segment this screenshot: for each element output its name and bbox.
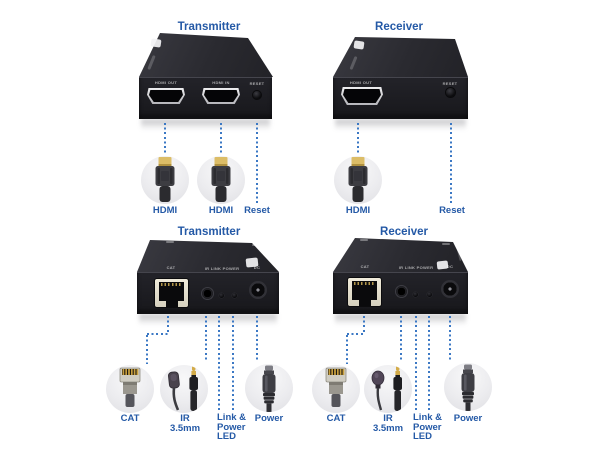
callout-line-cat-v1: [167, 316, 169, 334]
rj45-port-inner: [352, 281, 377, 300]
hdmi-port-inner: [343, 89, 381, 103]
callout-label-hdmi2: HDMI: [208, 205, 234, 216]
callout-label-power: Power: [254, 413, 284, 424]
reset-port-label: RESET: [442, 81, 458, 86]
power-connector-thumbnail: [444, 363, 492, 411]
callout-line-cat-h: [147, 333, 169, 335]
callout-line-hdmi2: [220, 123, 222, 153]
callout-line-reset: [450, 123, 452, 203]
hdmi-in-port: [202, 88, 240, 104]
cat-connector-thumbnail: [106, 365, 154, 413]
dc-power-jack: [249, 281, 267, 299]
rj45-port-tab: [358, 300, 371, 306]
reset-port-label: RESET: [249, 81, 265, 86]
callout-line-power: [256, 316, 258, 362]
callout-line-cat-v1: [363, 316, 365, 334]
callout-label-hdmi: HDMI: [345, 205, 371, 216]
callout-line-power: [449, 316, 451, 362]
power-connector-thumbnail: [245, 364, 293, 412]
callout-line-power-led: [232, 316, 234, 410]
callout-line-cat-v2: [346, 335, 348, 364]
brand-logo: [353, 40, 365, 50]
callout-label-link-power-led: Link & Power LED: [413, 412, 443, 442]
rj45-port-pins: [161, 283, 182, 286]
cat-port-label: CAT: [166, 265, 176, 270]
hdmi-out-port: [147, 88, 185, 104]
dc-power-connector-icon: [461, 364, 475, 411]
dc-power-jack: [441, 280, 459, 298]
callout-label-hdmi1: HDMI: [152, 205, 178, 216]
receiver-front-title: Receiver: [375, 21, 423, 33]
device-silkscreen-mark: [166, 241, 174, 243]
callout-line-link-led: [415, 316, 417, 410]
callout-line-ir: [400, 316, 402, 362]
hdmi-out-port: [341, 87, 383, 105]
transmitter-front-title: Transmitter: [177, 21, 241, 33]
rj45-connector-icon: [325, 367, 347, 407]
rj45-port-pins: [354, 282, 375, 285]
hdmi-in-port-label: HDMI IN: [212, 80, 230, 85]
hdmi-out-port-label: HDMI OUT: [349, 80, 373, 85]
ir-3-5mm-connector-thumbnail: [364, 365, 412, 413]
device-reflection: [141, 119, 270, 132]
ir-3-5mm-connector-thumbnail: [160, 365, 208, 413]
ir-link-power-port-label: IR LINK POWER: [398, 265, 434, 270]
callout-line-ir: [205, 316, 207, 362]
brand-logo: [150, 38, 162, 48]
callout-label-ir: IR 3.5mm: [372, 413, 404, 434]
dc-power-connector-icon: [262, 365, 276, 412]
cat-connector-thumbnail: [312, 365, 360, 413]
rj45-port-inner: [159, 282, 184, 301]
hdmi-connector-icon: [348, 157, 368, 202]
dc-port-label: DC: [446, 264, 454, 269]
callout-label-power: Power: [453, 413, 483, 424]
callout-label-ir: IR 3.5mm: [169, 413, 201, 434]
rj45-connector-icon: [119, 367, 141, 407]
rj45-cat-port: [348, 278, 381, 306]
callout-line-link-led: [218, 316, 220, 410]
callout-line-cat-h: [347, 333, 365, 335]
hdmi-port-inner: [204, 90, 238, 102]
callout-label-cat: CAT: [326, 413, 346, 424]
device-silkscreen-mark: [252, 244, 260, 246]
callout-label-reset: Reset: [439, 205, 465, 216]
ir-3-5mm-jack: [201, 287, 214, 300]
hdmi-connector-thumbnail: [334, 156, 382, 204]
device-silkscreen-mark: [442, 243, 450, 245]
hdmi-connector-icon: [211, 157, 231, 202]
power-led: [232, 293, 237, 298]
ir-3-5mm-connector-icon: [371, 366, 402, 411]
reset-button: [446, 88, 455, 97]
rj45-port-tab: [165, 301, 178, 307]
cat-port-label: CAT: [360, 264, 370, 269]
device-silkscreen-mark: [360, 239, 368, 241]
callout-line-hdmi: [357, 123, 359, 153]
callout-label-reset: Reset: [244, 205, 270, 216]
hdmi-connector-icon: [155, 157, 175, 202]
callout-label-cat: CAT: [120, 413, 140, 424]
transmitter-rear-title: Transmitter: [177, 226, 241, 238]
hdmi-connector-thumbnail: [141, 156, 189, 204]
link-led: [219, 293, 224, 298]
power-led: [427, 292, 432, 297]
callout-line-cat-v2: [146, 335, 148, 364]
hdmi-connector-thumbnail: [197, 156, 245, 204]
device-reflection: [335, 119, 466, 132]
reset-button: [253, 91, 261, 99]
dc-port-label: DC: [253, 265, 261, 270]
hdmi-port-inner: [149, 90, 183, 102]
hdmi-out-port-label: HDMI OUT: [154, 80, 178, 85]
receiver-rear-title: Receiver: [380, 226, 428, 238]
link-led: [413, 292, 418, 297]
ir-3-5mm-jack: [395, 285, 408, 298]
ir-3-5mm-connector-icon: [168, 366, 198, 411]
rj45-cat-port: [155, 279, 188, 307]
callout-line-power-led: [428, 316, 430, 410]
callout-line-reset: [256, 123, 258, 203]
callout-label-link-power-led: Link & Power LED: [217, 412, 247, 442]
device-reflection: [139, 314, 277, 327]
ir-link-power-port-label: IR LINK POWER: [204, 266, 240, 271]
callout-line-hdmi1: [164, 123, 166, 153]
